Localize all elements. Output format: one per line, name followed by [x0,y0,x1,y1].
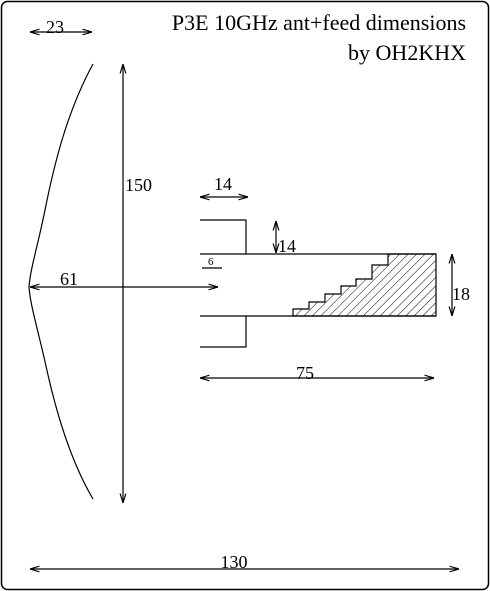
dish-reflector-curve [28,63,94,500]
title-line-1: P3E 10GHz ant+feed dimensions [172,10,466,35]
feed-length-label: 75 [296,363,314,383]
outer-waveguide-length-label: 14 [214,174,232,194]
total-length-label: 130 [221,552,248,572]
inner-gap-label: 6 [208,256,214,268]
feed-stepped-section [292,253,437,317]
feed-upper-bracket [200,219,247,254]
dish-depth-label: 23 [46,17,64,37]
feed-opening-label: 18 [452,284,470,304]
title-line-2: by OH2KHX [348,40,466,65]
focal-distance-label: 61 [60,269,78,289]
dish-diameter-label: 150 [125,175,152,195]
wall-gap-label: 14 [278,236,296,256]
feed-lower-bracket [200,316,247,348]
